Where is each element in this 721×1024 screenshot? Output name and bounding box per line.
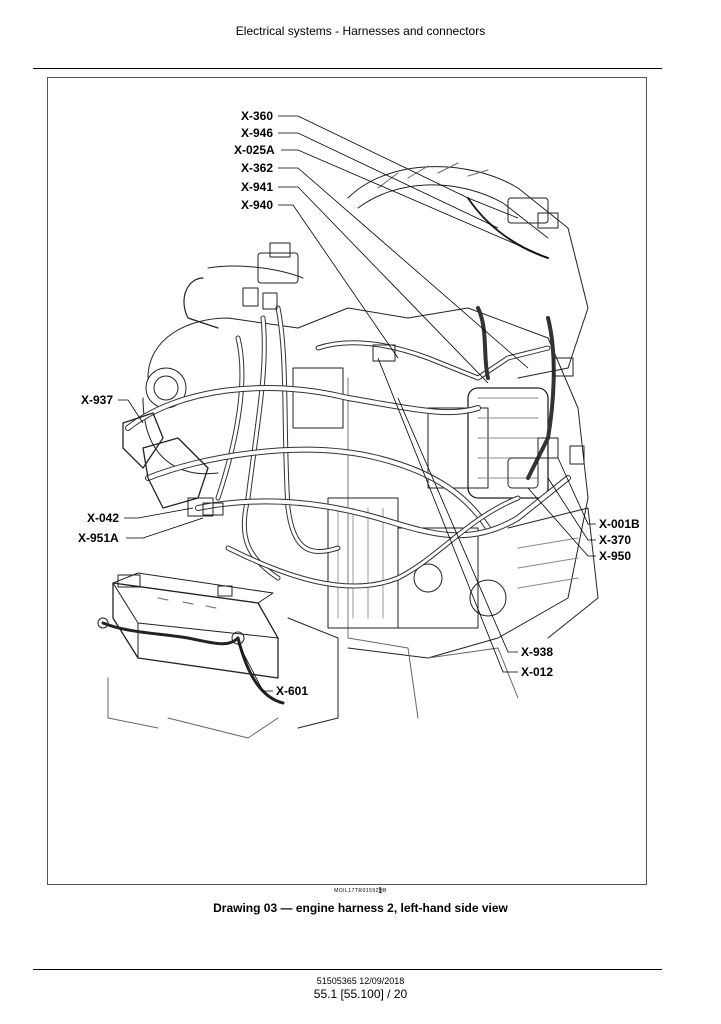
footer-doc-ref: 51505365 12/09/2018	[316, 976, 405, 986]
header-rule	[33, 68, 662, 69]
callout-x-951a: X-951A	[78, 531, 119, 545]
callout-x-362: X-362	[241, 161, 274, 175]
figure-number: 1	[378, 886, 383, 895]
callout-x-012: X-012	[521, 665, 554, 679]
callout-x-025a: X-025A	[234, 143, 275, 157]
callout-x-950: X-950	[599, 549, 632, 563]
footer-page-number: 55.1 [55.100] / 20	[313, 987, 408, 1001]
page-header-title: Electrical systems - Harnesses and conne…	[235, 24, 486, 38]
callout-x-370: X-370	[599, 533, 632, 547]
callout-x-042: X-042	[87, 511, 120, 525]
footer-rule	[33, 969, 662, 970]
callout-x-001b: X-001B	[599, 517, 640, 531]
figure-caption: Drawing 03 — engine harness 2, left-hand…	[213, 901, 508, 915]
callout-x-946: X-946	[241, 126, 274, 140]
callout-x-941: X-941	[241, 180, 274, 194]
callout-x-601: X-601	[276, 684, 309, 698]
callout-x-940: X-940	[241, 198, 274, 212]
engine-harness-illustration	[97, 115, 599, 739]
callout-x-938: X-938	[521, 645, 554, 659]
callout-x-937: X-937	[81, 393, 114, 407]
drawing-frame: X-360 X-946 X-025A X-362 X-941 X-940 X-9…	[47, 77, 647, 885]
callout-x-360: X-360	[241, 109, 274, 123]
figure-code: MOIL17TR01592HB	[334, 888, 387, 894]
